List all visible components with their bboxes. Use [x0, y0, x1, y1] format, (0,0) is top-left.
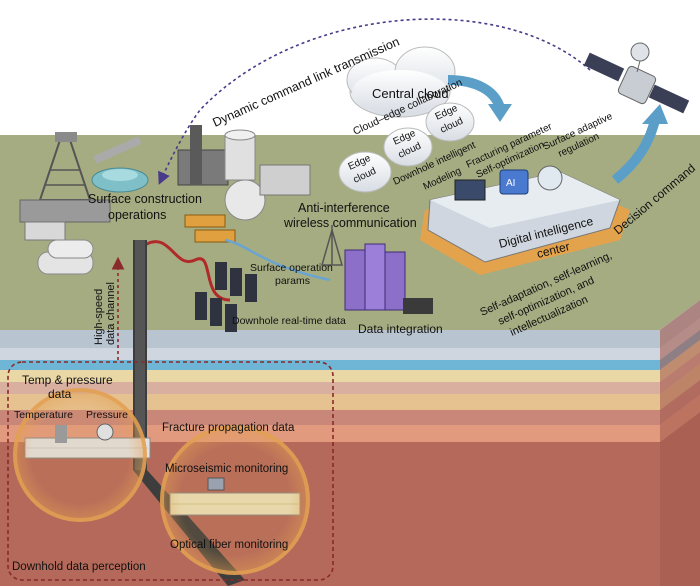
dynamic-command-arc	[158, 18, 591, 185]
comm-tower	[321, 225, 343, 266]
data-integration-label: Data integration	[358, 322, 443, 336]
monitor-icon	[207, 477, 225, 491]
central-cloud-icon	[346, 46, 456, 118]
fracture-propagation-label: Fracture propagation data	[162, 422, 295, 434]
ai-badge: AI	[506, 178, 515, 189]
temp-pressure-halo	[13, 388, 147, 522]
temperature-sensor-icon	[55, 425, 67, 443]
surface-operation-params-label-1: Surface operation	[250, 262, 333, 274]
edge-cloud-icon	[338, 102, 475, 193]
data-link-line	[224, 238, 331, 282]
downhole-realtime-label: Downhole real-time data	[232, 315, 346, 327]
satellite-icon	[583, 42, 690, 114]
temp-pressure-label-2: data	[48, 387, 72, 401]
pressure-label: Pressure	[86, 409, 128, 421]
high-speed-label-2: data channel	[105, 282, 117, 345]
decision-arrow-head	[642, 104, 668, 124]
downhold-perception-label: Downhold data perception	[12, 561, 146, 573]
drilling-rig	[19, 132, 142, 241]
storage-tanks	[37, 167, 149, 275]
fiber-halo	[160, 425, 310, 575]
cloud-arrow-head	[488, 104, 512, 122]
surface-cable	[144, 240, 231, 302]
processing-plant	[177, 125, 311, 243]
surface-construction-label-1: Surface construction	[88, 192, 202, 206]
pressure-gauge-icon	[96, 423, 114, 441]
perception-box	[7, 361, 334, 581]
temp-pressure-label-1: Temp & pressure	[22, 373, 113, 387]
server-racks	[195, 262, 257, 332]
surface-operation-params-label-2: params	[275, 275, 310, 287]
temperature-label: Temperature	[14, 409, 73, 421]
optical-fiber-label: Optical fiber monitoring	[170, 539, 288, 551]
high-speed-label-1: High-speed	[93, 289, 105, 345]
surface-construction-label-2: operations	[108, 208, 166, 222]
decision-arrow	[611, 118, 660, 184]
anti-interference-label-2: wireless communication	[283, 216, 417, 230]
cloud-to-center-arrow	[447, 75, 505, 110]
microseismic-label: Microseismic monitoring	[165, 463, 288, 475]
central-cloud-label: Central cloud	[372, 86, 449, 101]
anti-interference-label-1: Anti-interference	[298, 201, 390, 215]
digital-intelligence-center	[420, 165, 630, 275]
sky-background	[0, 0, 700, 135]
integration-servers	[344, 243, 433, 314]
